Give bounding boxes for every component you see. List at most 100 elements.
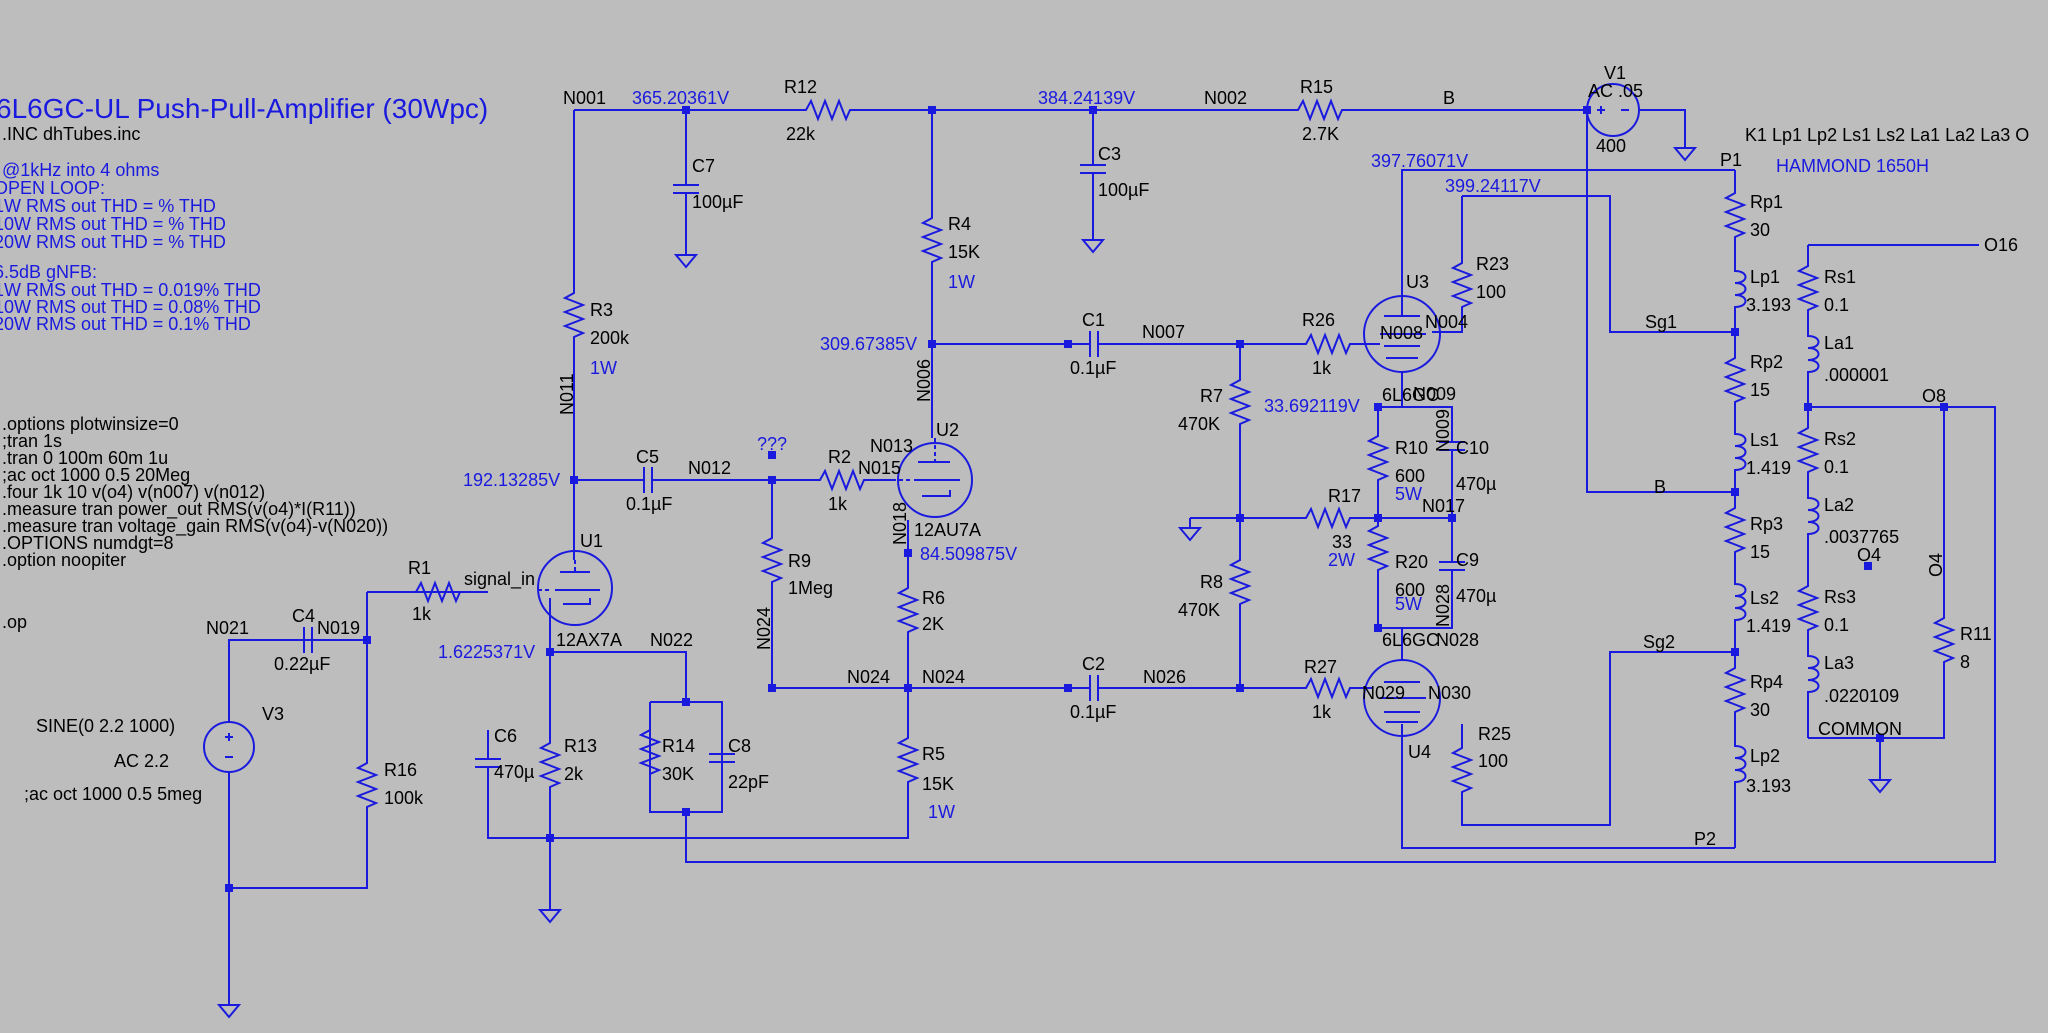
component-value: 22pF <box>728 772 769 792</box>
voltage-label: 192.13285V <box>463 470 560 490</box>
component-name: R11 <box>1960 624 1992 644</box>
tube-u2 <box>892 438 973 518</box>
component-value: 100µF <box>692 192 743 212</box>
spice-directive: .tran 0 100m 60m 1u <box>2 448 168 468</box>
ground-icon <box>1082 229 1104 253</box>
note-line: 10W RMS out THD = % THD <box>0 214 226 234</box>
resistor-rs3 <box>1798 577 1818 639</box>
net-label: N028 <box>1436 630 1479 650</box>
net-label: N013 <box>870 436 913 456</box>
component-value: 15K <box>948 242 980 262</box>
net-label: N024 <box>847 667 890 687</box>
component-name: R25 <box>1478 724 1511 744</box>
resistor-r15 <box>1289 100 1351 120</box>
resistor-r10 <box>1368 427 1388 489</box>
net-label: N028 <box>1433 584 1453 627</box>
component-name: C2 <box>1082 654 1105 674</box>
component-name: Rp1 <box>1750 192 1783 212</box>
net-label: N015 <box>858 458 901 478</box>
component-value: 1k <box>1312 358 1332 378</box>
component-name: R20 <box>1395 552 1428 572</box>
component-value: 0.1µF <box>1070 702 1116 722</box>
net-label: N017 <box>1422 496 1465 516</box>
component-name: R12 <box>784 77 817 97</box>
component-value: 0.1µF <box>626 494 672 514</box>
net-label: N024 <box>922 667 965 687</box>
component-value: 8 <box>1960 652 1970 672</box>
component-value: 100µF <box>1098 180 1149 200</box>
component-value: .000001 <box>1824 365 1889 385</box>
net-label: N008 <box>1380 323 1423 343</box>
source-ac: AC 2.2 <box>114 751 169 771</box>
inductor-lp2 <box>1734 739 1747 791</box>
component-value: 0.1 <box>1824 457 1849 477</box>
component-name: R26 <box>1302 310 1335 330</box>
component-value: 470µ <box>1456 474 1496 494</box>
net-label: signal_in <box>464 569 535 590</box>
component-name: Rs1 <box>1824 267 1856 287</box>
component-name: C7 <box>692 156 715 176</box>
net-label: Sg2 <box>1643 632 1675 652</box>
net-label: N018 <box>890 502 910 545</box>
component-value: .0037765 <box>1824 527 1899 547</box>
capacitor-c2 <box>1067 674 1121 702</box>
tube-u3 <box>1363 290 1441 407</box>
component-name: R9 <box>788 551 811 571</box>
component-name: U1 <box>580 531 603 551</box>
component-value: 470K <box>1178 600 1220 620</box>
symbols <box>218 100 1954 1018</box>
wires <box>228 109 1996 995</box>
component-value: 30K <box>662 764 694 784</box>
component-name: La2 <box>1824 495 1854 515</box>
resistor-r6 <box>898 579 918 641</box>
net-label: N021 <box>206 618 249 638</box>
resistor-r20 <box>1368 517 1388 579</box>
component-value: 22k <box>786 124 816 144</box>
component-name: C6 <box>494 726 517 746</box>
component-value: 1k <box>1312 702 1332 722</box>
component-name: Rp4 <box>1750 672 1783 692</box>
ground-icon <box>1179 517 1201 541</box>
net-label: N019 <box>317 618 360 638</box>
component-value: 15 <box>1750 380 1770 400</box>
note-line: 6.5dB gNFB: <box>0 262 97 282</box>
component-power: 2W <box>1328 550 1355 570</box>
component-value: 3.193 <box>1746 776 1791 796</box>
component-value: 200k <box>590 328 630 348</box>
component-name: R15 <box>1300 77 1333 97</box>
note-line: 10W RMS out THD = 0.08% THD <box>0 297 261 317</box>
component-value: 600 <box>1395 580 1425 600</box>
source-sine: SINE(0 2.2 1000) <box>36 716 175 736</box>
note-line: @1kHz into 4 ohms <box>2 160 159 180</box>
component-value: 600 <box>1395 466 1425 486</box>
component-name: Ls2 <box>1750 588 1779 608</box>
component-value: 6L6GC <box>1382 385 1439 405</box>
component-value: 100k <box>384 788 424 808</box>
note-line: 1W RMS out THD = % THD <box>0 196 216 216</box>
component-value: 1k <box>828 494 848 514</box>
include-directive: .INC dhTubes.inc <box>2 124 140 144</box>
net-label: N011 <box>557 373 577 415</box>
resistor-rs1 <box>1798 257 1818 319</box>
component-name: R10 <box>1395 438 1428 458</box>
component-value: 12AX7A <box>556 630 622 650</box>
net-label: P1 <box>1720 150 1742 170</box>
net-label: N024 <box>754 607 774 650</box>
source-comment: ;ac oct 1000 0.5 5meg <box>24 784 202 804</box>
spice-directive: .options plotwinsize=0 <box>2 414 179 434</box>
net-label: COMMON <box>1818 719 1902 739</box>
component-name: Rs2 <box>1824 429 1856 449</box>
transformer-pins: K1 Lp1 Lp2 Ls1 Ls2 La1 La2 La3 O <box>1745 125 2029 145</box>
voltage-source-v3 <box>203 721 255 773</box>
component-value: 1Meg <box>788 578 833 598</box>
net-label: N009 <box>1433 409 1453 452</box>
ground-icon <box>539 899 561 923</box>
component-value: 33 <box>1332 532 1352 552</box>
voltage-label: ??? <box>757 434 787 454</box>
resistor-rp3 <box>1725 499 1745 561</box>
spice-directive: .option noopiter <box>2 550 126 570</box>
component-value: 0.22µF <box>274 654 330 674</box>
component-value: 470µ <box>494 762 534 782</box>
